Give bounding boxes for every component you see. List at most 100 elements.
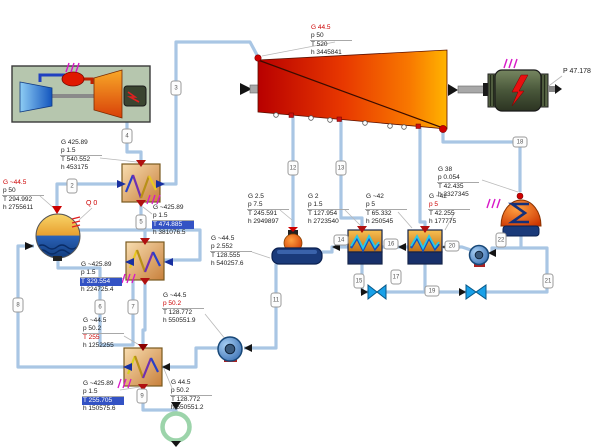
temperature-value: T 245.591 — [248, 210, 278, 217]
condensate-pump[interactable] — [468, 244, 497, 268]
stream-label-turbine-exhaust[interactable]: G 38 p 0.054 T 42.435 h 2327345 — [437, 166, 479, 199]
pressure-value: p 1.5 — [60, 147, 102, 156]
water-arrow-icon — [125, 258, 134, 266]
mass-flow-value: G ~42 — [366, 193, 384, 200]
flow-arrow-icon — [171, 441, 181, 447]
pressure-value: p 1.5 — [82, 388, 124, 397]
enthalpy-value: h 550551.9 — [163, 317, 196, 324]
condenser[interactable] — [486, 192, 542, 237]
pipe-tag-6[interactable]: 6 — [94, 299, 106, 315]
combustor-icon — [61, 71, 85, 87]
pipe-tag-4[interactable]: 4 — [121, 128, 133, 144]
temperature-value: T 329.554 — [80, 278, 122, 286]
hx-superheater[interactable] — [117, 160, 165, 207]
pipe-drain-to-condenser[interactable] — [486, 246, 549, 294]
steam-out-arrow-icon — [156, 180, 165, 188]
temperature-value: T 128.772 — [171, 396, 201, 403]
stack-boundary[interactable] — [160, 402, 192, 447]
stream-label-turbine-inlet[interactable]: G 44.5 p 50 T 520 h 3445841 — [310, 24, 352, 57]
gas-out-node — [136, 200, 146, 207]
temperature-value: T 128.772 — [163, 309, 193, 316]
stream-label-feedtank-outlet[interactable]: G ~44.5 p 2.552 T 128.555 h 540257.6 — [210, 235, 252, 268]
stream-label-gas-after-economizer[interactable]: G ~425.89 p 1.5 T 255.705 h 150575.6 — [82, 380, 124, 413]
pipe-extraction-preheater-b[interactable] — [418, 126, 427, 226]
heat-duty-label[interactable]: Q 0 — [86, 200, 98, 207]
stream-label-condensate-after-pump[interactable]: G ~42 p 5 T 42.255 h 177775 — [428, 193, 470, 226]
stream-label-gas-after-evaporator[interactable]: G ~425.89 p 1.5 T 329.554 h 224725.4 — [80, 261, 122, 294]
flames-icon — [117, 378, 132, 389]
pipe-tag-15[interactable]: 15 — [353, 273, 365, 289]
mass-flow-value: G ~44.5 — [211, 235, 235, 242]
compressor-icon — [19, 81, 53, 113]
pipe-gas-evap-eco[interactable] — [141, 280, 147, 348]
stream-label-condensate-mid[interactable]: G ~42 p 5 T 65.332 h 250545 — [365, 193, 407, 226]
pipe-tag-2[interactable]: 2 — [66, 178, 78, 194]
pipe-tag-11[interactable]: 11 — [270, 292, 282, 308]
pipe-tag-9[interactable]: 9 — [136, 388, 148, 404]
pipe-tag-19[interactable]: 19 — [424, 285, 440, 297]
stream-label-extraction-deaerator[interactable]: G 2.5 p 7.5 T 245.591 h 2949897 — [247, 193, 289, 226]
stream-label-feedwater-to-economizer[interactable]: G 44.5 p 50.2 T 128.772 h 550551.2 — [170, 379, 212, 412]
stream-label-drum-steam[interactable]: G ~44.5 p 50 T 294.992 h 2755611 — [2, 179, 44, 212]
pressure-value: p 50 — [310, 32, 352, 41]
pipe-tag-17[interactable]: 17 — [390, 269, 402, 285]
stream-label-feed-pump-outlet[interactable]: G ~44.5 p 50.2 T 128.772 h 550551.9 — [162, 292, 204, 325]
hx-evaporator[interactable] — [121, 238, 173, 285]
pipe-tag-18[interactable]: 18 — [512, 136, 528, 148]
sigma-coil-icon — [507, 202, 529, 224]
pipe-drum-steam[interactable] — [55, 182, 122, 212]
temperature-value: T 42.435 — [438, 183, 464, 190]
pipe-tag-14[interactable]: 14 — [333, 234, 349, 246]
temperature-value: T 255 — [83, 334, 100, 341]
stream-label-gt-exhaust[interactable]: G 425.89 p 1.5 T 540.552 h 453175 — [60, 139, 102, 172]
mass-flow-value: G ~425.89 — [83, 380, 114, 387]
steam-drum[interactable] — [25, 206, 81, 261]
steam-turbine[interactable] — [240, 49, 448, 133]
mass-flow-value: G ~425.89 — [81, 261, 112, 268]
pressure-value: p 50.2 — [82, 325, 124, 334]
stream-label-economizer-outlet[interactable]: G ~44.5 p 50.2 T 255 h 1252255 — [82, 317, 124, 350]
pipe-tag-16[interactable]: 16 — [383, 238, 399, 250]
pipe-tag-22[interactable]: 22 — [495, 232, 507, 248]
pipe-condenser-to-pump[interactable] — [490, 236, 523, 253]
pipe-turbine-exhaust[interactable] — [441, 129, 522, 192]
feedwater-pump[interactable] — [217, 336, 252, 362]
pipe-tag-20[interactable]: 20 — [444, 240, 460, 252]
steam-in-node — [357, 226, 367, 233]
pipe-feedtank-to-pump[interactable] — [244, 264, 278, 350]
flames-icon — [146, 194, 161, 205]
stream-label-gas-after-superheater[interactable]: G ~425.89 p 1.5 T 474.885 h 381076.5 — [152, 204, 194, 237]
pipe-pump-to-eco[interactable] — [162, 346, 218, 369]
pipe-tag-5[interactable]: 5 — [135, 214, 147, 230]
pipe-tag-8[interactable]: 8 — [12, 297, 24, 313]
preheater-a[interactable] — [332, 226, 406, 265]
gas-turbine-package[interactable] — [11, 62, 151, 123]
drain-valve-2[interactable] — [459, 284, 487, 300]
stream-label-extraction-preheater[interactable]: G 2 p 1.5 T 127.954 h 2723540 — [307, 193, 349, 226]
preheater-b[interactable] — [407, 226, 450, 265]
pipe-tag-21[interactable]: 21 — [542, 273, 554, 289]
condenser-base — [502, 225, 540, 237]
generator[interactable] — [448, 58, 562, 112]
generator-power-label[interactable]: P 47.178 — [563, 68, 591, 75]
shaft-arrow-icon — [555, 84, 562, 94]
pipe-tag-3[interactable]: 3 — [170, 80, 182, 96]
pipe-tag-12[interactable]: 12 — [287, 160, 299, 176]
temperature-value: T 294.992 — [3, 196, 33, 203]
steam-in-node — [420, 226, 430, 233]
pipe-riser[interactable] — [79, 228, 202, 262]
temperature-value: T 255.705 — [82, 397, 124, 405]
shaft-arrow-icon — [240, 83, 252, 95]
water-arrow-icon — [123, 363, 132, 371]
drain-valve-1[interactable] — [361, 283, 387, 301]
pipe-tag-7[interactable]: 7 — [127, 299, 139, 315]
mass-flow-value: G ~44.5 — [163, 292, 187, 299]
pressure-value: p 1.5 — [307, 201, 349, 210]
gas-in-node — [136, 160, 146, 167]
pipe-main-steam[interactable] — [158, 40, 259, 186]
drum-heat-marks-icon — [71, 216, 81, 228]
deaerator-feedwater-tank[interactable] — [271, 227, 323, 265]
pipe-tag-13[interactable]: 13 — [335, 160, 347, 176]
exhaust-node — [439, 125, 447, 133]
hx-economizer[interactable] — [117, 344, 170, 391]
